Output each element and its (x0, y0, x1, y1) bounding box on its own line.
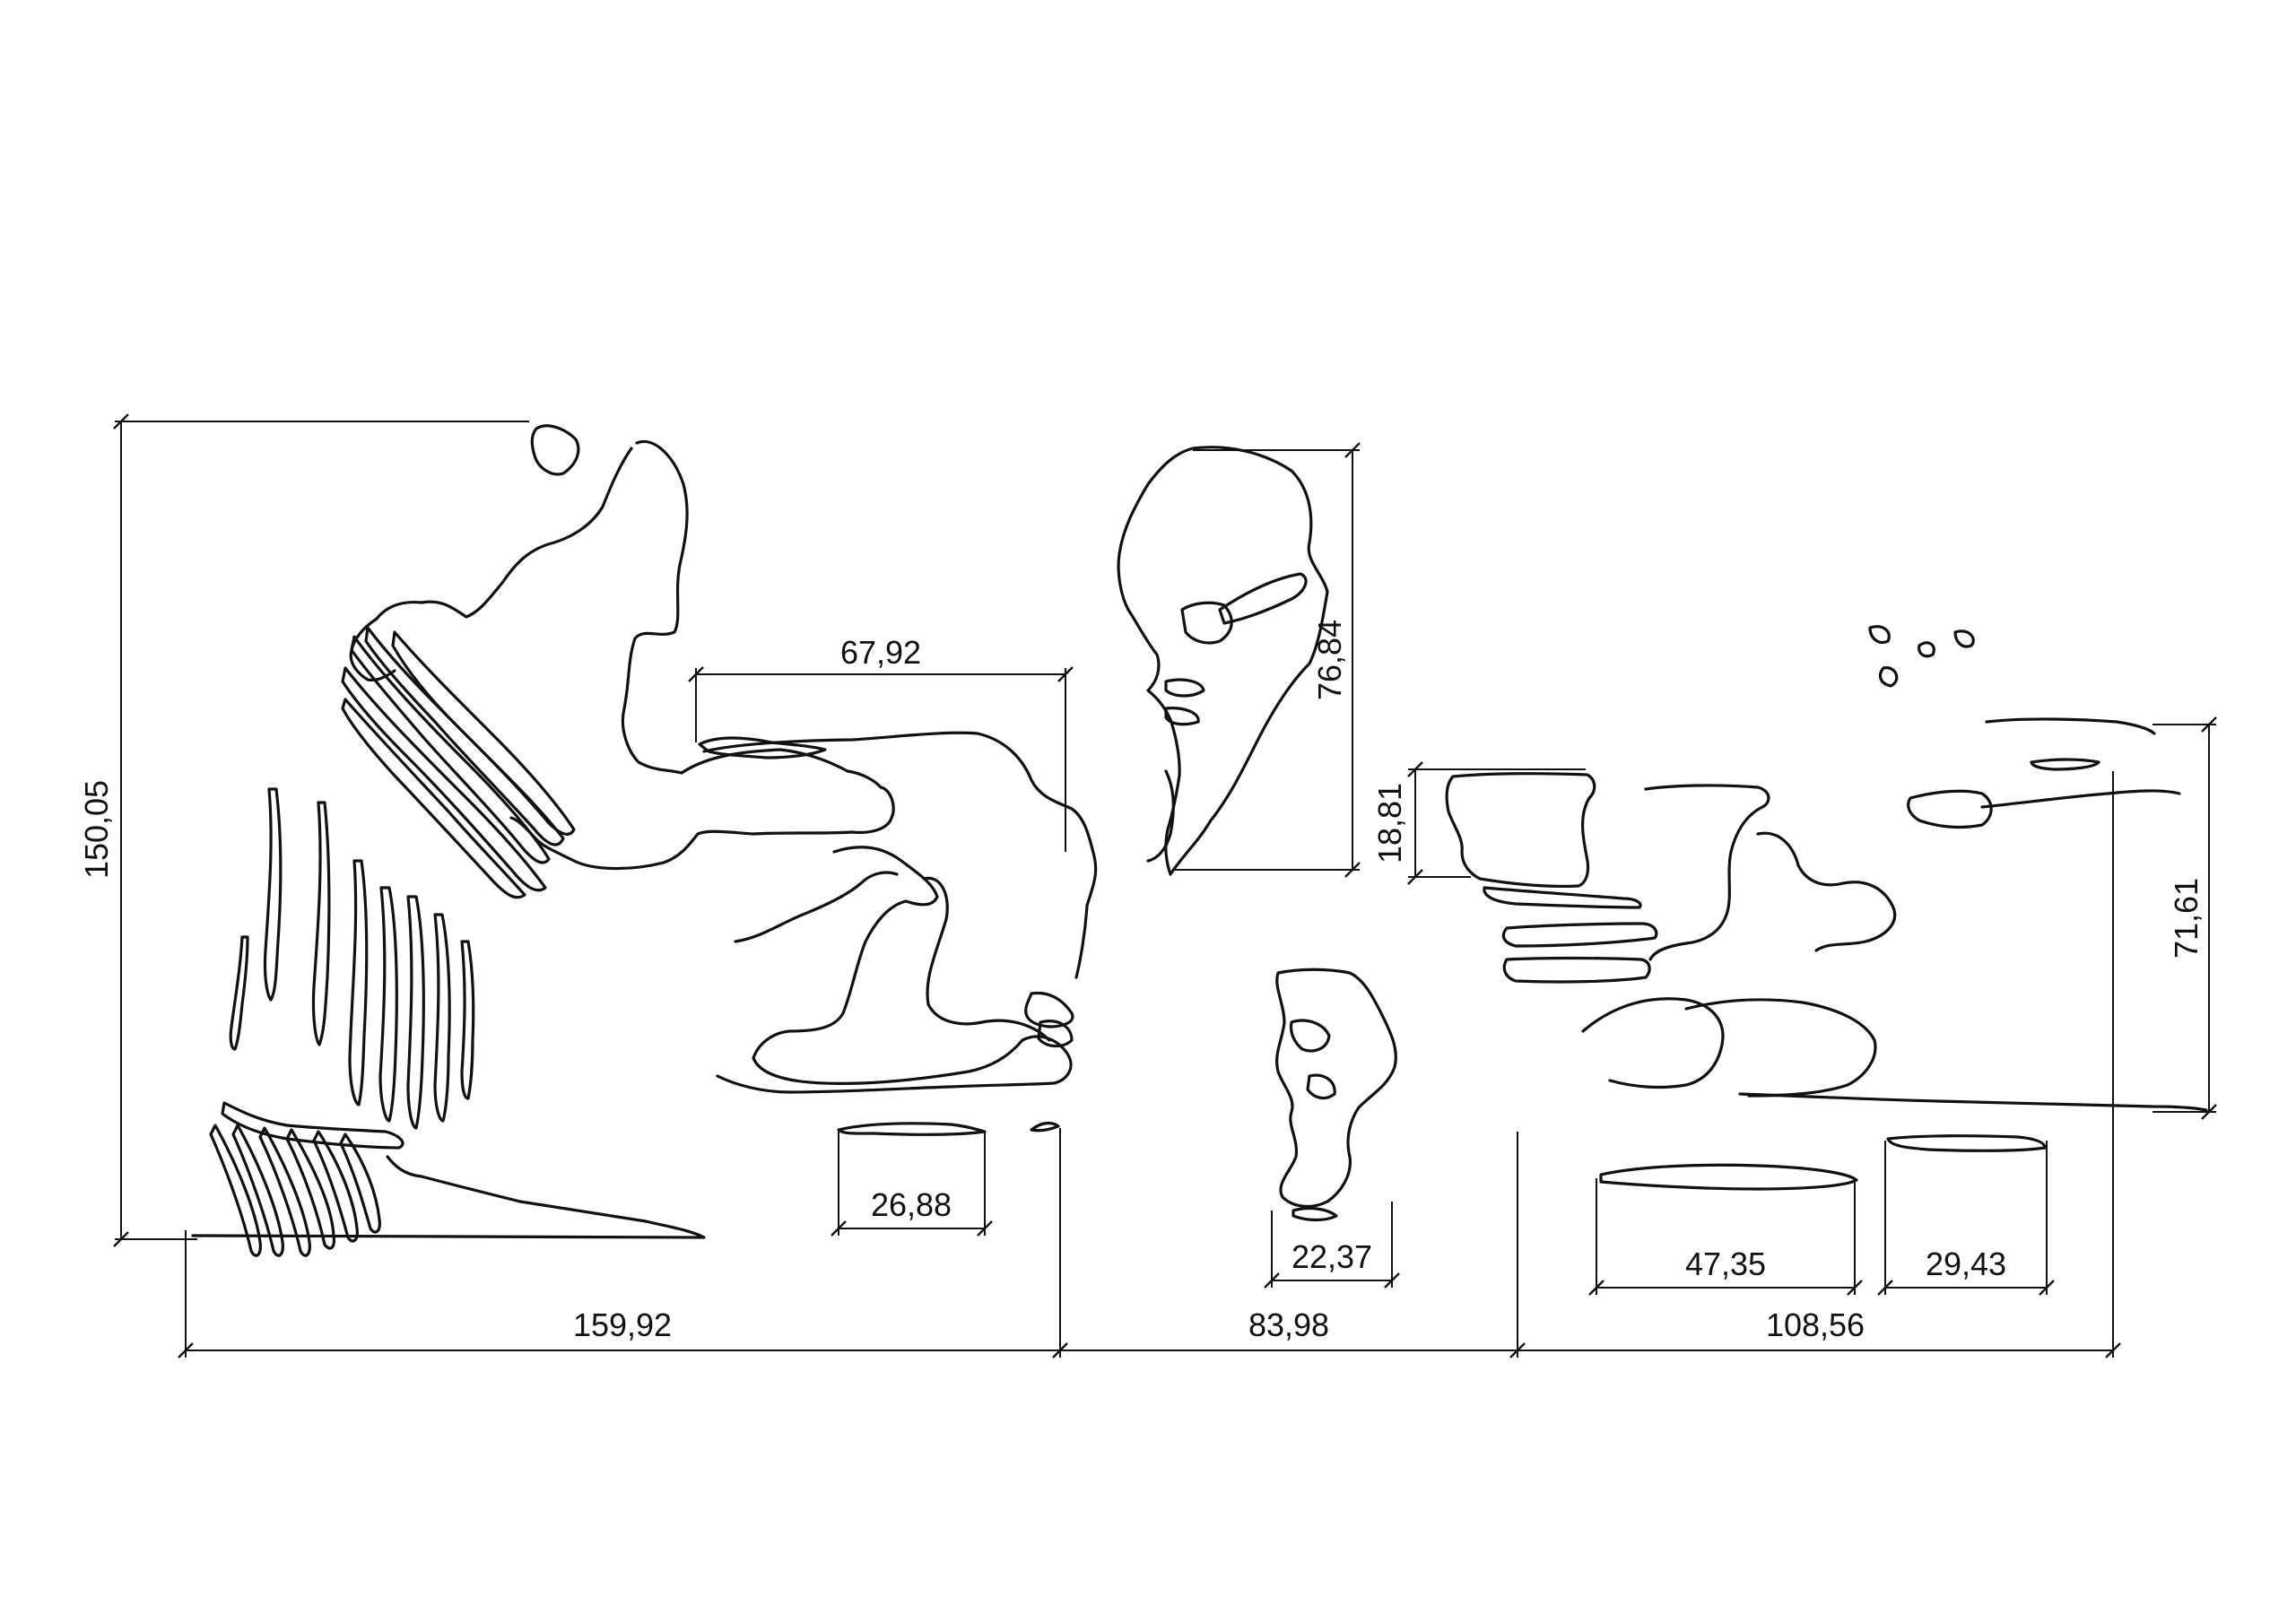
dimension-right-height: 71,61 (2152, 716, 2217, 1120)
right-panel-top (1445, 772, 1596, 889)
right-figure-hand (1907, 789, 1993, 829)
right-lower-shapes (1581, 997, 1725, 1089)
right-lower-shapes-2 (1684, 998, 1877, 1098)
middle-mouth (1164, 678, 1205, 726)
lower-stripes (209, 1101, 404, 1257)
dimension-base-right-b-width: 29,43 (1877, 1141, 2055, 1296)
left-foot (1024, 991, 1074, 1028)
dimension-panel-height: 18,81 (1371, 761, 1586, 885)
right-figure-top-line (1985, 717, 2156, 735)
dimension-base-right-a-width: 47,35 (1588, 1178, 1863, 1296)
arm-outline (702, 731, 1098, 979)
left-figure-hair (530, 424, 580, 476)
middle-eye (1218, 572, 1308, 625)
right-figure-shoulder (1980, 789, 2181, 809)
left-leg (716, 846, 1073, 1094)
dimension-label: 47,35 (1685, 1245, 1766, 1282)
right-top-blobs (1868, 625, 1975, 688)
dimension-arm-width: 67,92 (688, 634, 1074, 852)
left-base-block (837, 1122, 987, 1136)
dimension-head-height: 76,84 (1175, 442, 1361, 878)
dimension-label: 26,88 (871, 1186, 952, 1223)
dimension-label: 18,81 (1371, 783, 1408, 864)
middle-base-blob (1292, 1206, 1338, 1222)
torso-stripes (229, 787, 475, 1130)
dimension-base-mid-width: 22,37 (1264, 1202, 1400, 1289)
dimension-label: 108,56 (1766, 1306, 1865, 1343)
dimension-label: 22,37 (1292, 1238, 1372, 1275)
left-figure-shoulder (349, 617, 396, 682)
left-base-small (1030, 1121, 1060, 1133)
right-base-block-a (1599, 1163, 1858, 1191)
right-panel-long (1501, 922, 1658, 948)
left-base-line (191, 1155, 706, 1239)
left-blob-arm (1037, 1020, 1074, 1048)
right-figure-arm (1756, 831, 1897, 952)
dimension-label: 29,43 (1926, 1245, 2006, 1282)
dimension-label: 159,92 (573, 1306, 672, 1343)
dimension-label: 150,05 (78, 780, 115, 879)
right-figure-body (1644, 784, 1770, 961)
dimension-label: 67,92 (840, 634, 921, 671)
dimension-lines: 150,05 67,92 76,84 18,81 (78, 413, 2217, 1358)
dimension-label: 76,84 (1311, 620, 1348, 700)
dimension-label: 71,61 (2168, 878, 2205, 959)
arm-upper (698, 736, 827, 759)
left-figure-head (509, 439, 895, 871)
artwork-outlines (191, 424, 2208, 1257)
right-ground-line (1738, 1092, 2208, 1112)
hair-stripes (341, 626, 576, 899)
middle-cluster-inner (1289, 1019, 1336, 1100)
dimension-bottom-chain: 159,92 83,98 108,56 (178, 771, 2121, 1358)
right-panel-bottom (1502, 956, 1651, 984)
right-panel-strip (1483, 886, 1642, 909)
left-figure-back (375, 447, 633, 621)
knee-right (922, 876, 1051, 1042)
shin-line (734, 871, 899, 943)
right-base-block-b (1886, 1134, 2047, 1152)
middle-chin (1146, 769, 1175, 863)
dimension-label: 83,98 (1248, 1306, 1329, 1343)
dimension-base-left-width: 26,88 (831, 1132, 993, 1237)
dimension-total-height-left: 150,05 (78, 413, 529, 1247)
middle-face-features (1180, 601, 1233, 645)
middle-cluster (1275, 968, 1397, 1209)
middle-head (1117, 446, 1329, 876)
right-figure-strip (2030, 758, 2100, 771)
